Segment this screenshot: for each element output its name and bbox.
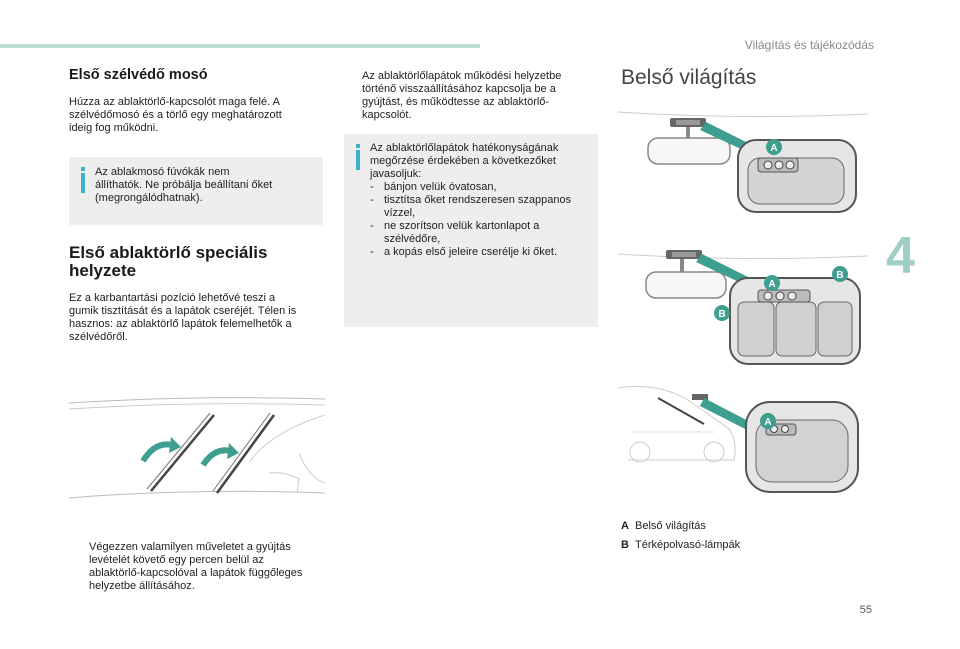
label-a: A — [764, 417, 771, 428]
section-heading-interior-lighting: Belső világítás — [621, 66, 757, 89]
label-b: B — [836, 270, 843, 281]
label-a: A — [768, 279, 775, 290]
label-b: B — [718, 309, 725, 320]
bullet-return-position: Az ablaktörlőlapátok működési helyzetbe … — [362, 70, 562, 121]
info-icon — [353, 144, 363, 170]
page-number: 55 — [859, 604, 872, 616]
list-item: -a kopás első jeleire cserélje ki őket. — [370, 246, 558, 258]
washer-paragraph: Húzza az ablaktörlő-kapcsolót maga felé.… — [69, 96, 282, 134]
top-accent-bar — [0, 44, 480, 48]
label-a: A — [770, 143, 777, 154]
chapter-number: 4 — [886, 227, 915, 285]
info-box-wiper-care: Az ablaktörlőlapátok hatékonyságának meg… — [344, 134, 598, 327]
interior-light-illustration-1: A — [618, 111, 868, 213]
list-item: -bánjon velük óvatosan, — [370, 181, 497, 193]
section-heading-wiper-position: Első ablaktörlő speciális helyzete — [69, 243, 268, 280]
interior-light-illustration-2: A B B — [618, 250, 868, 365]
bullet-vertical-position: Végezzen valamilyen műveletet a gyújtás … — [89, 541, 303, 592]
info-box-nozzles: Az ablakmosó fúvókák nem állíthatók. Ne … — [69, 157, 323, 225]
wiper-illustration — [69, 397, 325, 499]
info-icon — [78, 167, 88, 193]
chapter-title: Világítás és tájékozódás — [744, 38, 874, 52]
interior-light-illustration-3: A — [618, 386, 859, 493]
wiper-position-paragraph: Ez a karbantartási pozíció lehetővé tesz… — [69, 292, 297, 343]
section-heading-washer: Első szélvédő mosó — [69, 67, 208, 83]
